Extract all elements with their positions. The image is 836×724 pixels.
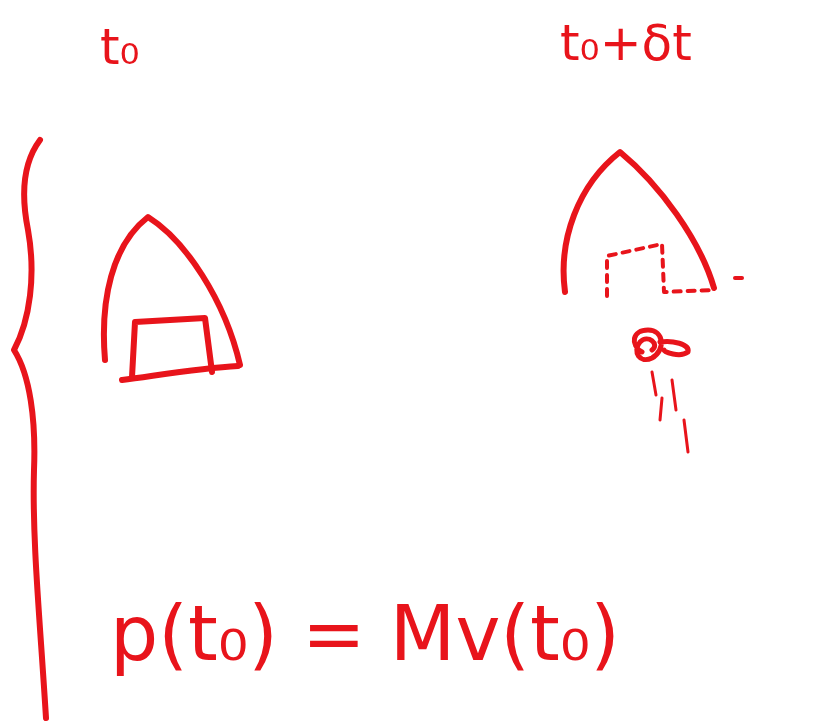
body-base	[122, 366, 238, 380]
missing-block	[607, 244, 712, 296]
body-block	[132, 318, 212, 377]
time-label: t₀+δt	[560, 18, 692, 68]
curly-bracket	[14, 140, 46, 718]
body-outline	[564, 152, 714, 292]
body-outline	[104, 217, 240, 365]
ejected-mass	[634, 330, 688, 360]
tick	[735, 276, 742, 280]
motion-marks	[652, 372, 688, 452]
time-label: t₀	[100, 22, 140, 72]
equation: p(t₀) = Mv(t₀)	[110, 596, 620, 672]
